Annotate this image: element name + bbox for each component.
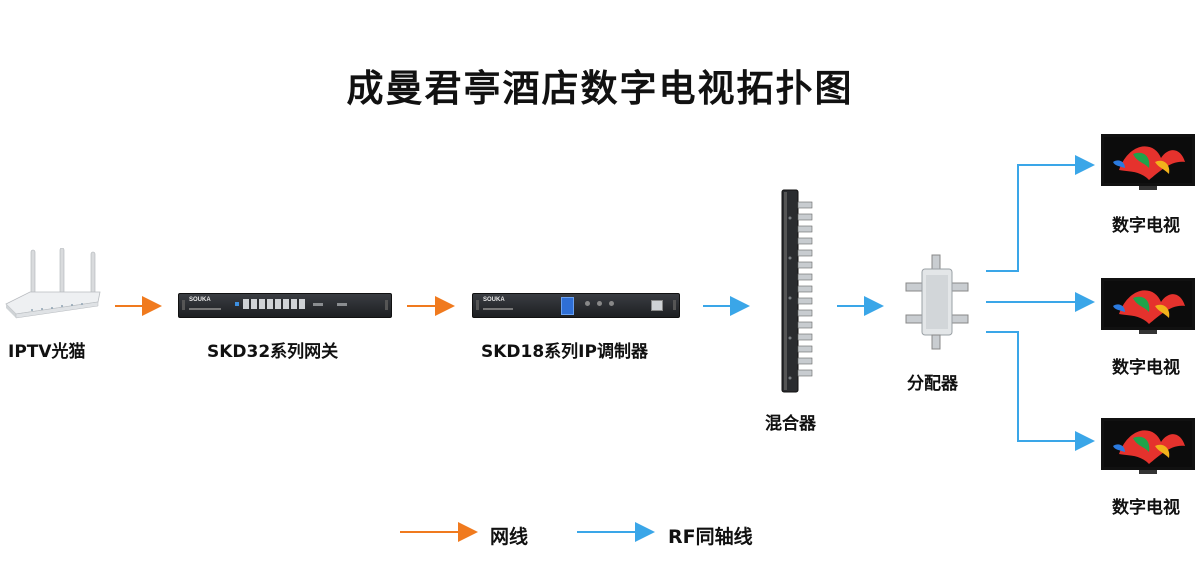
tv2-label: 数字电视: [1112, 358, 1180, 378]
modulator-port: [651, 300, 663, 311]
splitter-device: [905, 254, 969, 350]
combiner-label: 混合器: [765, 414, 816, 434]
combiner-device: [781, 189, 813, 393]
gateway-label: SKD32系列网关: [207, 342, 339, 362]
splitter-label: 分配器: [907, 374, 958, 394]
diagram-title: 成曼君亭酒店数字电视拓扑图: [346, 67, 854, 110]
rf-link-splitter-tv1: [986, 155, 1095, 272]
modulator-display: [561, 297, 574, 315]
router-image: [5, 248, 101, 319]
tv3-image: [1101, 418, 1195, 474]
rf-link-splitter-tv3: [986, 331, 1095, 451]
tv3-label: 数字电视: [1112, 498, 1180, 518]
router-label: IPTV光猫: [8, 342, 86, 362]
legend-rf-label: RF同轴线: [668, 526, 753, 548]
tv1-image: [1101, 134, 1195, 190]
tv2-image: [1101, 278, 1195, 334]
gateway-ports: [243, 299, 305, 309]
tv1-label: 数字电视: [1112, 216, 1180, 236]
modulator-label: SKD18系列IP调制器: [481, 342, 648, 362]
modulator-device: SOUKA: [472, 293, 680, 318]
gateway-brand: SOUKA: [189, 297, 211, 303]
modulator-brand: SOUKA: [483, 297, 505, 303]
gateway-device: SOUKA: [178, 293, 392, 318]
legend-network-label: 网线: [490, 526, 529, 548]
